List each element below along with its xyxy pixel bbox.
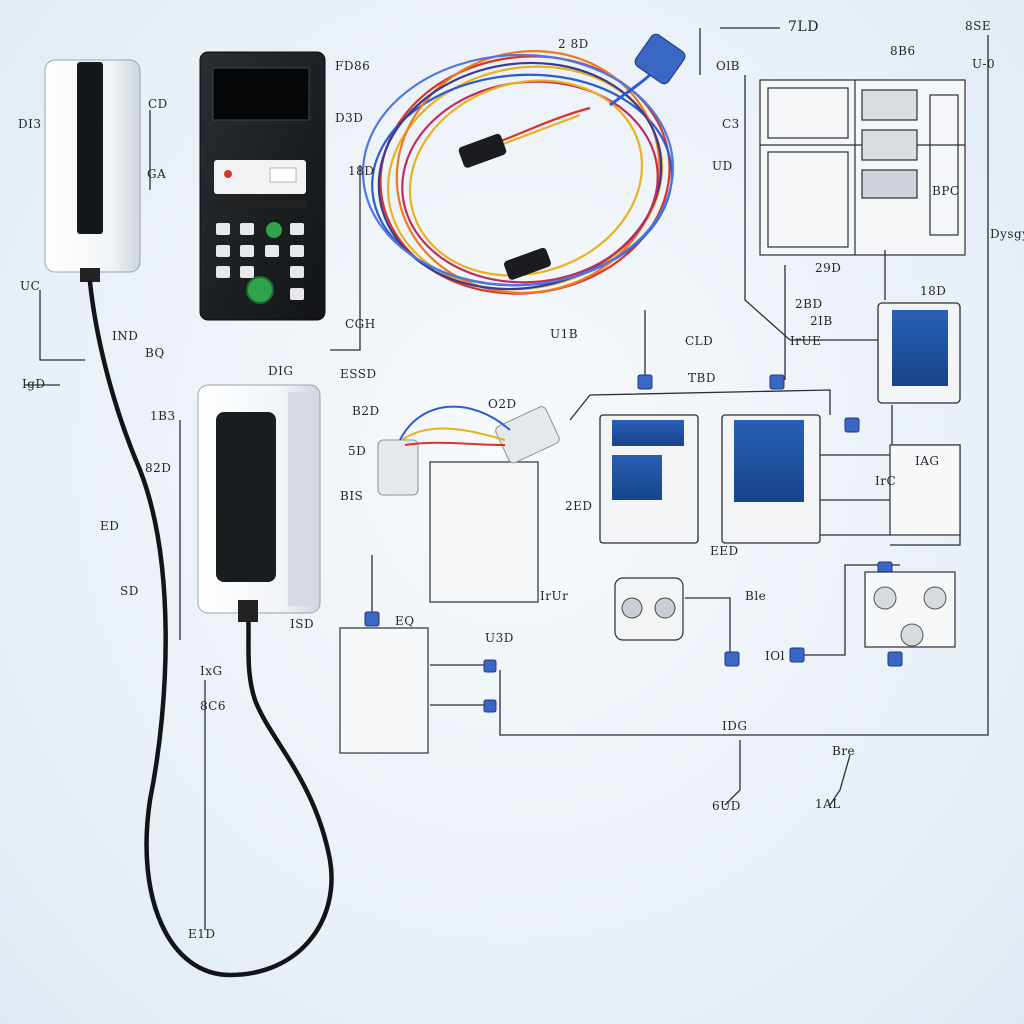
harness-connector-blue <box>634 33 686 85</box>
label: EQ <box>395 614 415 628</box>
label: IgD <box>22 377 46 391</box>
label: U3D <box>485 631 514 645</box>
terminal-connectors <box>364 374 903 713</box>
label: U-0 <box>972 57 996 71</box>
label: 8C6 <box>200 699 226 713</box>
label: CGH <box>345 317 376 331</box>
label: 82D <box>145 461 172 475</box>
label: SD <box>120 584 139 598</box>
label: CD <box>148 97 168 111</box>
label: GA <box>147 167 167 181</box>
label: DIG <box>268 364 294 378</box>
label: Ble <box>745 589 767 603</box>
label: DI3 <box>18 117 42 131</box>
label: 5D <box>348 444 367 458</box>
label: 8B6 <box>890 44 916 58</box>
label: ESSD <box>340 367 377 381</box>
label: 18D <box>348 164 375 178</box>
label: UD <box>712 159 733 173</box>
label: 6UD <box>712 799 741 813</box>
wire-harness-coil <box>361 50 675 295</box>
label: TBD <box>688 371 716 385</box>
gauge-cluster <box>864 571 956 648</box>
relay-panel <box>759 79 966 256</box>
label: 18D <box>920 284 947 298</box>
label: ISD <box>290 617 315 631</box>
controller-unit-1 <box>599 414 699 544</box>
label: Bre <box>832 744 856 758</box>
label: 2IB <box>810 314 833 328</box>
label: D3D <box>335 111 364 125</box>
junction-box-middle <box>339 444 961 754</box>
label: E1D <box>188 927 216 941</box>
control-keypad-device <box>199 51 326 321</box>
label: 1AL <box>815 797 841 811</box>
label: 8SE <box>965 19 992 33</box>
handheld-device-top <box>44 59 141 282</box>
label: EED <box>710 544 739 558</box>
sensor-pair <box>614 577 684 641</box>
label: 2 8D <box>558 37 589 51</box>
label: OlB <box>716 59 740 73</box>
label: IxG <box>200 664 223 678</box>
label: IrC <box>875 474 897 488</box>
usb-plug-connector <box>377 405 560 496</box>
harness-connector-black <box>458 133 551 280</box>
cable-left-long <box>87 279 334 978</box>
label: IDG <box>722 719 748 733</box>
label: IND <box>112 329 139 343</box>
label: B2D <box>352 404 380 418</box>
label: O2D <box>488 397 517 411</box>
power-adapter-module <box>197 384 321 622</box>
label: 29D <box>815 261 842 275</box>
label: 7LD <box>788 19 819 35</box>
label: IOl <box>765 649 785 663</box>
controller-unit-2 <box>721 414 821 544</box>
label: 2ED <box>565 499 593 513</box>
label: CLD <box>685 334 714 348</box>
label: BIS <box>340 489 364 503</box>
label: ED <box>100 519 120 533</box>
label: 1B3 <box>150 409 176 423</box>
display-module-right <box>877 302 961 404</box>
label: BQ <box>145 346 165 360</box>
label: C3 <box>722 117 740 131</box>
label: IrUE <box>790 334 822 348</box>
label: BPC <box>932 184 960 198</box>
label: UC <box>20 279 41 293</box>
label: IAG <box>915 454 940 468</box>
schematic-lines <box>25 27 989 930</box>
label: Dysgy <box>990 227 1024 241</box>
label: IrUr <box>540 589 569 603</box>
label: 2BD <box>795 297 823 311</box>
label: U1B <box>550 327 579 341</box>
label: FD86 <box>335 59 371 73</box>
